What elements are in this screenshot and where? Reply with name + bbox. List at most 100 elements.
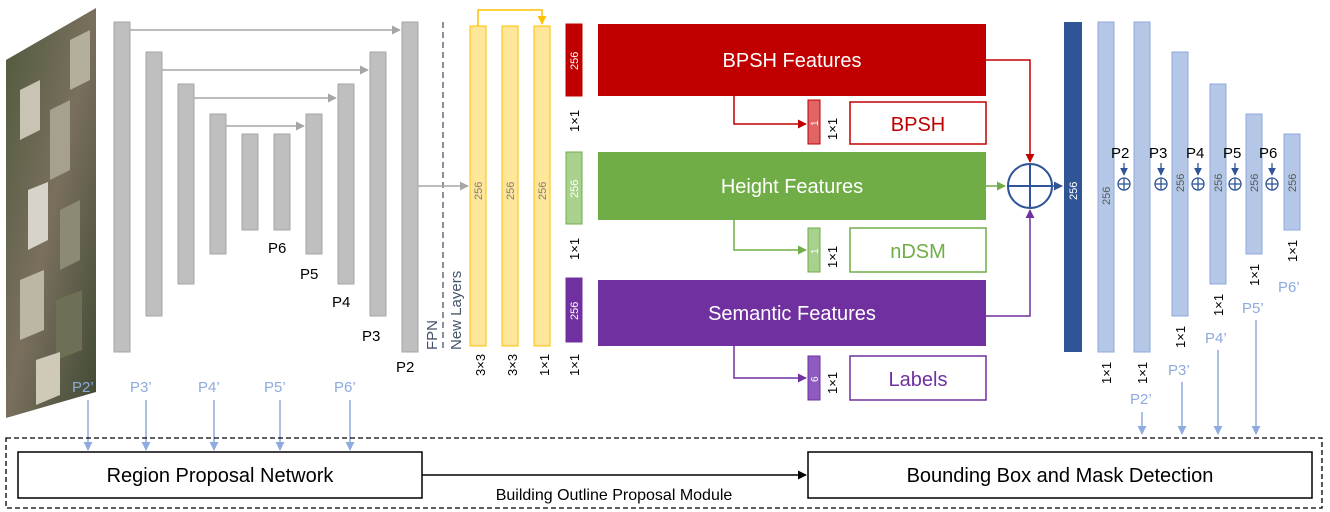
channel-label: 256 [473,182,485,200]
semantic-features-label: Semantic Features [708,303,876,325]
new-layers: 256 256 256 3×3 3×3 1×1 [469,9,552,376]
channel-label: 256 [569,180,581,198]
branch-convs: 256 1×1 256 1×1 256 1×1 [565,23,583,376]
channel-label: 1 [810,248,821,254]
decoder-p4 [337,83,355,285]
level-label: P2 [396,359,414,376]
pyramid-input-label: P3 [1149,145,1167,162]
semantic-features-box [598,280,986,346]
rpn-input-label: P3’ [130,379,152,396]
decoder-p2 [401,21,419,353]
add-node-icon [1191,163,1205,191]
channel-label: 256 [1249,174,1261,192]
kernel-label: 1×1 [567,354,582,376]
pyramid-output-label: P2’ [1130,391,1152,408]
decoder-p6 [273,133,291,231]
bpsh-head-arrow [733,96,807,129]
kernel-label: 1×1 [537,354,552,376]
fused-feature-block [1064,22,1082,352]
backbone: P6 P5 P4 P3 P2 [113,21,419,376]
add-node-icon [1228,163,1242,191]
pyramid-block [1283,133,1301,231]
kernel-label: 3×3 [473,354,488,376]
semantic-head-arrow [733,346,807,383]
new-layer-conv [533,25,551,347]
channel-label: 256 [505,182,517,200]
fusion: 256 [986,22,1082,352]
pyramid-output-label: P4’ [1205,330,1227,347]
pyramid-input-label: P5 [1223,145,1241,162]
module-caption: Building Outline Proposal Module [496,487,733,504]
feature-boxes: BPSH Features Height Features Semantic F… [598,24,986,346]
kernel-label: 1×1 [1173,326,1188,348]
channel-label: 256 [537,182,549,200]
channel-label: 6 [810,376,821,382]
new-layers-label: New Layers [448,271,465,350]
detection-box [807,451,1313,499]
bpsh-features-box [598,24,986,96]
output-heads: 1 1×1 BPSH 1 1×1 nDSM 6 1×1 Labels [733,96,987,401]
rpn-input-label: P2’ [72,379,94,396]
level-label: P4 [332,294,350,311]
rpn-input-label: P6’ [334,379,356,396]
kernel-label: 3×3 [505,354,520,376]
bpsh-features-label: BPSH Features [723,50,862,72]
labels-output-label: Labels [889,369,948,391]
pyramid-block [1245,113,1263,255]
new-pyramid: 256 256 256 256 256 P2 P3 P4 P5 P6 [1097,21,1301,435]
encoder-c1 [113,21,131,353]
channel-label: 256 [1068,182,1080,200]
pyramid-block [1133,21,1151,353]
bpsh-to-fusion-arrow [986,59,1035,163]
rpn-input-label: P5’ [264,379,286,396]
rpn-label: Region Proposal Network [107,465,335,487]
height-features-label: Height Features [721,176,863,198]
pyramid-block [1209,83,1227,285]
bpsh-out-conv [807,99,821,145]
ndsm-output-box [849,227,987,273]
height-conv [565,151,583,225]
labels-output-box [849,355,987,401]
add-node-icon [1117,163,1131,191]
semantic-conv [565,277,583,343]
decoder-p5 [305,113,323,255]
pyramid-output-label: P6’ [1278,279,1300,296]
add-node-icon [1265,163,1279,191]
encoder-c4 [209,113,227,255]
channel-label: 256 [1287,174,1299,192]
input-image [6,8,96,418]
pyramid-output-label: P3’ [1168,362,1190,379]
fpn-label: FPN [424,320,441,350]
ndsm-output-label: nDSM [890,241,946,263]
height-head-arrow [733,220,807,255]
level-label: P6 [268,240,286,257]
kernel-label: 1×1 [1135,362,1150,384]
semantic-to-fusion-arrow [986,209,1035,317]
module-boundary [5,437,1323,509]
channel-label: 256 [569,52,581,70]
kernel-label: 1×1 [825,246,840,268]
level-label: P3 [362,328,380,345]
pyramid-input-label: P6 [1259,145,1277,162]
channel-label: 256 [569,302,581,320]
bpsh-conv [565,23,583,97]
pyramid-input-label: P4 [1186,145,1204,162]
add-node-icon [1154,163,1168,191]
kernel-label: 1×1 [1285,240,1300,262]
encoder-c5 [241,133,259,231]
pyramid-input-label: P2 [1111,145,1129,162]
encoder-c3 [177,83,195,285]
decoder-p3 [369,51,387,317]
rpn-input-label: P4’ [198,379,220,396]
kernel-label: 1×1 [567,110,582,132]
bpsh-output-label: BPSH [891,114,945,136]
pyramid-output-label: P5’ [1242,300,1264,317]
kernel-label: 1×1 [1099,362,1114,384]
new-layer-conv [501,25,519,347]
rpn-inputs: P2’ P3’ P4’ P5’ P6’ [72,379,356,451]
semantic-out-conv [807,355,821,401]
proposal-module: Region Proposal Network Building Outline… [5,437,1323,509]
pyramid-block [1171,51,1189,317]
pyramid-block [1097,21,1115,353]
